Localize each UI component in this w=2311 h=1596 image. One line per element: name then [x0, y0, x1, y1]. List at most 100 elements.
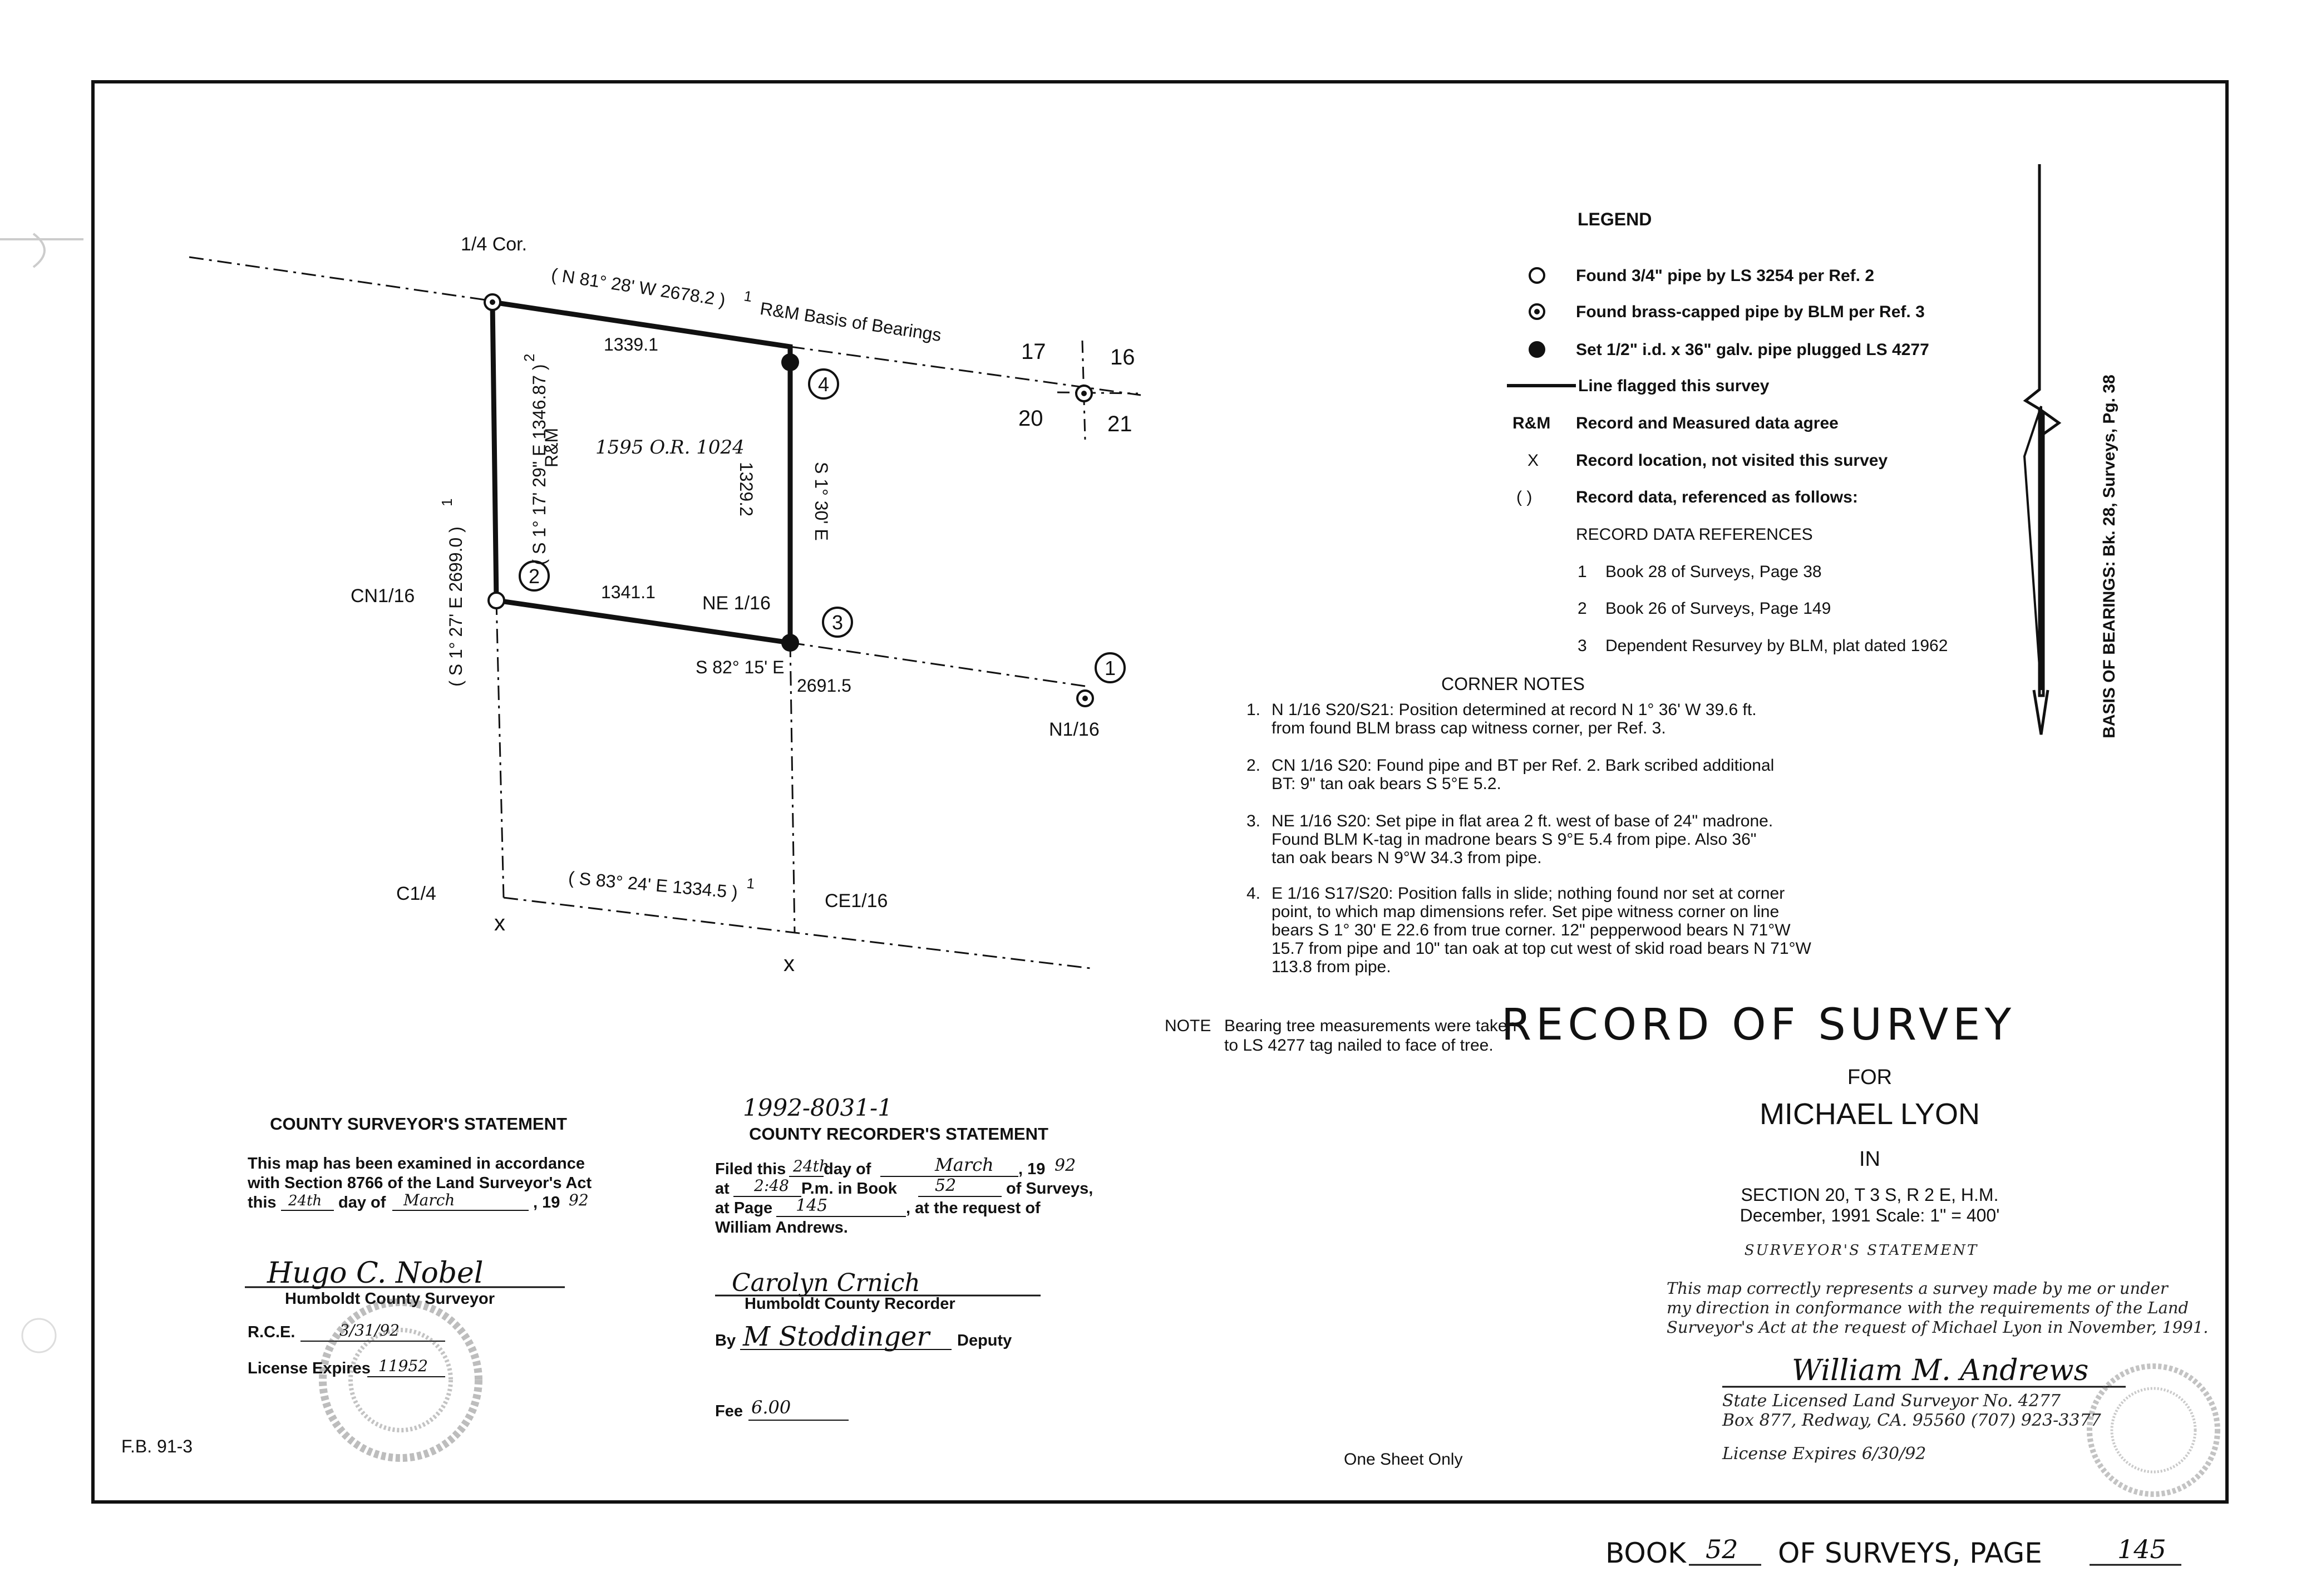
- south-bearing: S 82° 15' E: [696, 657, 784, 677]
- filed-label: Filed this: [715, 1160, 786, 1178]
- county-surveyor-year-prefix: , 19: [533, 1194, 560, 1211]
- filed-requester: William Andrews.: [715, 1219, 848, 1237]
- county-surveyor-year: 92: [569, 1191, 589, 1209]
- recorder-document-number: 1992-8031-1: [743, 1094, 893, 1121]
- note-line-1: Bearing tree measurements were taken: [1224, 1017, 1516, 1035]
- east-distance: 1329.2: [736, 462, 756, 516]
- corner-note-4-line-3: bears S 1° 30' E 22.6 from true corner. …: [1272, 921, 1791, 939]
- label-quarter-corner: 1/4 Cor.: [461, 234, 527, 255]
- filed-pm-book: P.m. in Book: [801, 1180, 898, 1198]
- label-ce116: CE1/16: [825, 890, 888, 912]
- svg-text:4: 4: [818, 373, 829, 396]
- surveyor-credentials-2: Box 877, Redway, CA. 95560 (707) 923-337…: [1722, 1411, 2102, 1430]
- ne116-set-pipe: [781, 634, 799, 652]
- corner-note-1-num: 1.: [1246, 701, 1260, 719]
- filed-at-label: at: [715, 1180, 730, 1198]
- filed-day: 24th: [792, 1157, 829, 1175]
- county-surveyor-role: Humboldt County Surveyor: [285, 1290, 495, 1308]
- filed-year-prefix: , 19: [1018, 1160, 1045, 1178]
- recorder-signature: Carolyn Crnich: [732, 1269, 920, 1297]
- title-for: FOR: [1847, 1066, 1892, 1089]
- county-surveyor-signature: Hugo C. Nobel: [267, 1257, 483, 1290]
- legend-item-1: Found 3/4" pipe by LS 3254 per Ref. 2: [1576, 267, 1874, 285]
- surveyor-credentials-1: State Licensed Land Surveyor No. 4277: [1722, 1391, 2061, 1411]
- legend-item-3: Set 1/2" i.d. x 36" galv. pipe plugged L…: [1576, 341, 1929, 359]
- binding-marks: [0, 233, 83, 268]
- surveyor-statement-title: SURVEYOR'S STATEMENT: [1745, 1242, 1979, 1259]
- legend-brass-cap-dot: [1534, 309, 1540, 314]
- book-page-footer: BOOK 52 OF SURVEYS, PAGE 145: [1605, 1534, 2181, 1569]
- county-surveyor-day-of: day of: [338, 1194, 386, 1211]
- sheet-border: [91, 80, 2229, 1504]
- legend-item-7: Record data, referenced as follows:: [1576, 488, 1858, 506]
- west-rm-label: R&M: [541, 428, 561, 467]
- reference-3-text: Dependent Resurvey by BLM, plat dated 19…: [1605, 637, 1948, 655]
- county-surveyor-license-value: 11952: [378, 1357, 428, 1375]
- legend-item-2: Found brass-capped pipe by BLM per Ref. …: [1576, 303, 1925, 321]
- filed-time: 2:48: [753, 1176, 789, 1195]
- plat-map: 4 2 3 1 1/4 Cor. CN1/16 NE 1/16 N1/16 C1…: [189, 234, 1141, 976]
- client-name: MICHAEL LYON: [1760, 1097, 1980, 1131]
- corner-note-4-line-1: E 1/16 S17/S20: Position falls in slide;…: [1272, 884, 1785, 903]
- north-section-line: [189, 256, 490, 302]
- x-mark-c14: x: [494, 911, 505, 935]
- filed-of-surveys: of Surveys,: [1006, 1180, 1093, 1198]
- legend-item-6: Record location, not visited this survey: [1576, 451, 1888, 470]
- record-of-survey-title: RECORD OF SURVEY: [1501, 1000, 2016, 1050]
- north-record-ref: 1: [743, 287, 753, 305]
- one-sheet-only: One Sheet Only: [1344, 1450, 1462, 1469]
- recorder-role: Humboldt County Recorder: [745, 1295, 955, 1313]
- county-surveyor-line-2: with Section 8766 of the Land Surveyor's…: [247, 1174, 592, 1192]
- surveyor-signature: William M. Andrews: [1792, 1354, 2088, 1387]
- west-record-ref: 2: [521, 354, 538, 362]
- reference-3-num: 3: [1578, 637, 1587, 655]
- title-in: IN: [1859, 1147, 1880, 1171]
- legend-paren-symbol: ( ): [1516, 488, 1532, 506]
- section-corner-monument: [1075, 385, 1093, 402]
- basis-of-bearings-label: R&M Basis of Bearings: [758, 298, 943, 345]
- footer-book-value: 52: [1706, 1534, 1738, 1564]
- south-total-distance: 2691.5: [797, 676, 851, 696]
- by-label: By: [715, 1332, 736, 1349]
- parcel-deed-note: 1595 O.R. 1024: [595, 436, 745, 459]
- county-surveyor-month: March: [403, 1191, 455, 1209]
- references-title: RECORD DATA REFERENCES: [1576, 525, 1813, 544]
- corner-note-3-line-2: Found BLM K-tag in madrone bears S 9°E 5…: [1272, 830, 1756, 849]
- corner-note-4-line-2: point, to which map dimensions refer. Se…: [1272, 903, 1779, 921]
- reference-1-text: Book 28 of Surveys, Page 38: [1605, 563, 1822, 581]
- svg-text:3: 3: [832, 611, 843, 634]
- punch-hole-mark: [21, 1318, 57, 1353]
- rce-label: R.C.E.: [248, 1323, 295, 1341]
- east-lower-line: [789, 642, 796, 934]
- legend: LEGEND Found 3/4" pipe by LS 3254 per Re…: [1507, 209, 1948, 655]
- section-line-horizontal: [1057, 391, 1139, 395]
- county-surveyor-title: COUNTY SURVEYOR'S STATEMENT: [270, 1114, 567, 1134]
- label-cn116: CN1/16: [351, 585, 415, 607]
- fee-label: Fee: [715, 1402, 743, 1420]
- note-circle-3: 3: [822, 607, 853, 638]
- filed-month: March: [934, 1154, 994, 1175]
- svg-text:2: 2: [529, 565, 540, 588]
- n116-monument: [1076, 689, 1094, 707]
- svg-text:1: 1: [1105, 657, 1116, 679]
- surveyor-statement-line-3: Surveyor's Act at the request of Michael…: [1667, 1318, 2208, 1337]
- county-recorder-title: COUNTY RECORDER'S STATEMENT: [749, 1124, 1048, 1144]
- fee-value: 6.00: [751, 1397, 791, 1418]
- county-surveyor-seal: [319, 1298, 482, 1462]
- label-c14: C1/4: [396, 883, 436, 904]
- north-arrow: [2023, 164, 2062, 735]
- filed-request: , at the request of: [906, 1199, 1041, 1217]
- south-record-bearing: ( S 83° 24' E 1334.5 ): [568, 868, 738, 902]
- footer-page-value: 145: [2117, 1534, 2166, 1564]
- south-distance: 1341.1: [601, 582, 656, 602]
- corner-note-2-line-2: BT: 9" tan oak bears S 5°E 5.2.: [1272, 775, 1501, 793]
- section-21: 21: [1107, 412, 1132, 436]
- filed-year: 92: [1055, 1156, 1076, 1175]
- filed-page: 145: [796, 1196, 827, 1215]
- reference-1-num: 1: [1578, 563, 1587, 581]
- corner-note-3-num: 3.: [1246, 812, 1260, 830]
- section-16: 16: [1110, 345, 1135, 370]
- south-quarter-line: [790, 642, 1086, 687]
- deputy-signature: M Stoddinger: [742, 1321, 931, 1352]
